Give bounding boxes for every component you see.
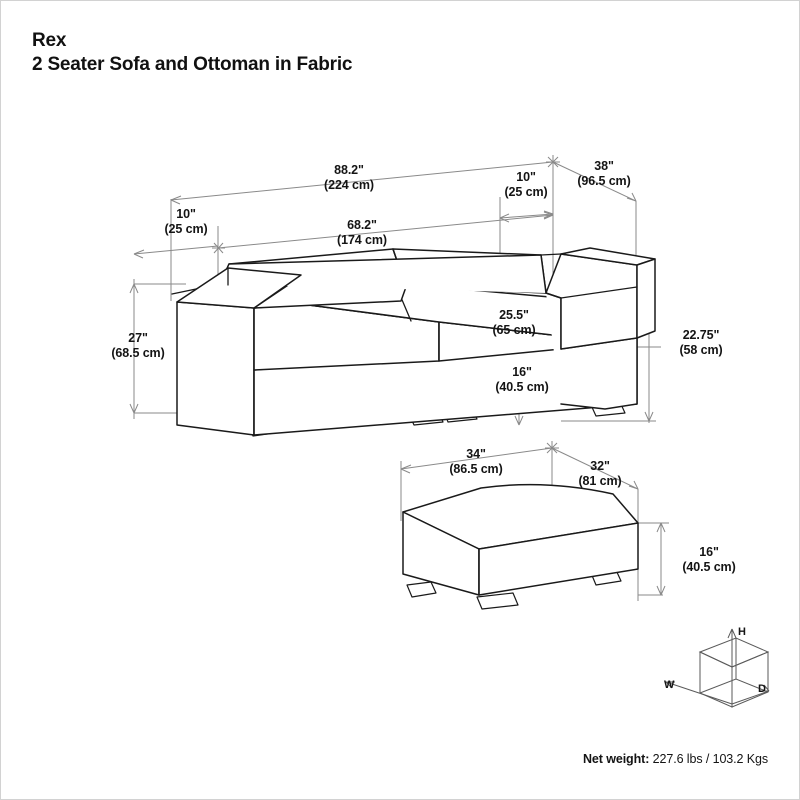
dim-label-sofa-seat-height: 16" (40.5 cm) bbox=[495, 365, 549, 394]
dim-line-ottoman-depth bbox=[551, 447, 639, 490]
dim-line-overall-depth bbox=[552, 161, 637, 202]
net-weight-value: 227.6 lbs / 103.2 Kgs bbox=[652, 752, 768, 766]
axis-label-height: H bbox=[738, 626, 746, 638]
product-name: Rex bbox=[32, 30, 67, 51]
ottoman-top bbox=[402, 483, 639, 550]
axis-label-depth: D bbox=[758, 683, 766, 695]
dim-label-ottoman-depth: 32" (81 cm) bbox=[578, 459, 622, 488]
dim-label-sofa-seat-width: 68.2" (174 cm) bbox=[337, 218, 387, 247]
dim-label-ottoman-height: 16" (40.5 cm) bbox=[682, 545, 736, 574]
dim-label-sofa-overall-width: 88.2" (224 cm) bbox=[324, 163, 374, 192]
dim-line-arm-width-left bbox=[133, 245, 219, 259]
dim-label-sofa-overall-height: 27" (68.5 cm) bbox=[111, 331, 165, 360]
sofa-left-arm-front bbox=[176, 301, 255, 436]
axis-label-width: W bbox=[664, 679, 675, 691]
dim-label-sofa-arm-width-left: 10" (25 cm) bbox=[164, 207, 208, 236]
dim-label-sofa-arm-width-right: 10" (25 cm) bbox=[504, 170, 548, 199]
cube-axis-icon bbox=[665, 628, 770, 708]
dim-line-arm-width-right bbox=[499, 210, 554, 223]
ottoman-foot-front bbox=[476, 592, 519, 610]
sofa-illustration bbox=[171, 247, 656, 437]
net-weight: Net weight: 227.6 lbs / 103.2 Kgs bbox=[583, 752, 768, 766]
sofa-right-arm-inner-crease bbox=[560, 286, 638, 299]
sofa-back-to-arm bbox=[540, 253, 562, 256]
dim-label-sofa-seat-depth: 25.5" (65 cm) bbox=[492, 308, 536, 337]
net-weight-label: Net weight: bbox=[583, 752, 650, 766]
page-title: Rex 2 Seater Sofa and Ottoman in Fabric bbox=[32, 29, 652, 78]
sofa-right-arm-join bbox=[545, 292, 562, 299]
sofa-right-arm-outer bbox=[636, 258, 656, 339]
ottoman-illustration bbox=[402, 483, 639, 610]
dim-label-ottoman-width: 34" (86.5 cm) bbox=[449, 447, 503, 476]
dim-line-ottoman-height bbox=[656, 522, 666, 596]
dim-label-sofa-overall-depth: 38" (96.5 cm) bbox=[577, 159, 631, 188]
sofa-left-arm-top bbox=[176, 267, 302, 309]
dim-label-sofa-arm-height: 22.75" (58 cm) bbox=[679, 328, 723, 357]
dim-line-overall-height bbox=[129, 283, 139, 414]
ottoman-foot-left bbox=[406, 581, 437, 598]
product-subtitle: 2 Seater Sofa and Ottoman in Fabric bbox=[32, 54, 353, 76]
